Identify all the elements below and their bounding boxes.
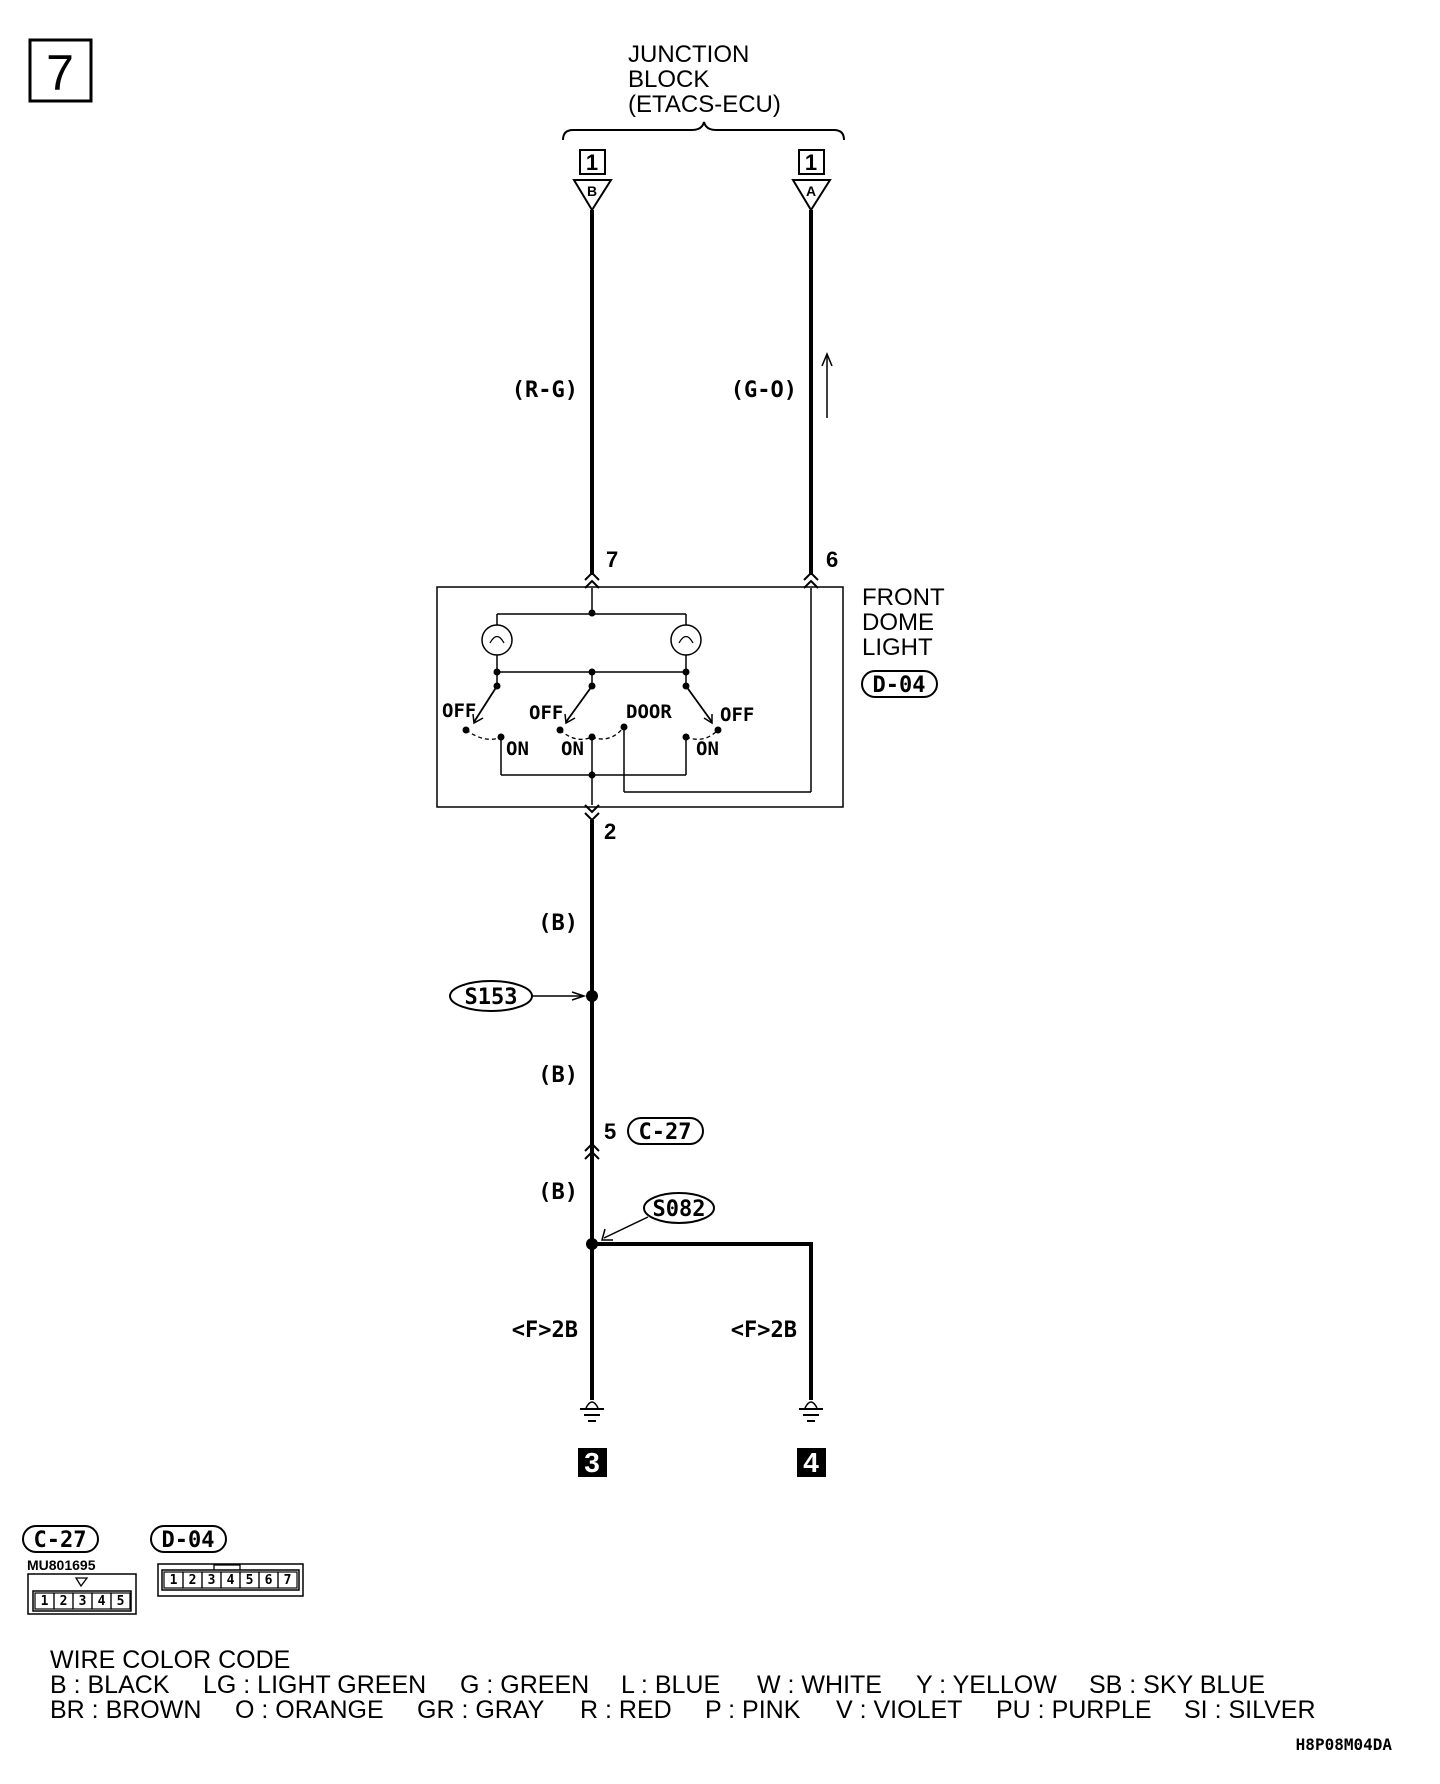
- wire-label-b-2: (B): [538, 1063, 578, 1088]
- connector-view-c27-name: C-27: [34, 1528, 87, 1553]
- junction-block-line1: JUNCTION: [628, 41, 749, 68]
- c27-pin-number: 1: [41, 1594, 49, 1609]
- connector-1a-number: 1: [805, 150, 817, 175]
- splice-s082-label: S082: [653, 1197, 706, 1222]
- wire-branch-right: [592, 1242, 813, 1400]
- connector-c27-name: C-27: [639, 1120, 692, 1145]
- junction-block-brace: [562, 121, 845, 141]
- legend-row2-item: R : RED: [580, 1696, 672, 1724]
- front-dome-light-line1: FRONT: [862, 584, 945, 611]
- legend-row1-item: L : BLUE: [621, 1671, 720, 1699]
- switch-label-on-2: ON: [561, 738, 584, 760]
- front-dome-light-connector: D-04: [873, 673, 926, 698]
- connector-c27-pin: 5: [604, 1119, 616, 1144]
- legend-row2-item: BR : BROWN: [50, 1696, 201, 1724]
- front-dome-light-box: [436, 586, 844, 808]
- legend-row2-item: SI : SILVER: [1184, 1696, 1316, 1724]
- legend-row1-item: SB : SKY BLUE: [1089, 1671, 1265, 1699]
- legend-row1-item: W : WHITE: [757, 1671, 882, 1699]
- c27-pin-number: 2: [60, 1594, 68, 1609]
- diagram-code: H8P08M04DA: [1296, 1735, 1393, 1754]
- wire-label-b-3: (B): [538, 1180, 578, 1205]
- connector-1b-letter: B: [587, 183, 597, 199]
- d04-pin-cell: [277, 1571, 298, 1589]
- legend-row1-item: Y : YELLOW: [916, 1671, 1057, 1699]
- connector-c27: 5 C-27: [584, 1117, 704, 1160]
- splice-s153: S153: [449, 980, 598, 1012]
- continuation-marker-3: 3: [578, 1447, 607, 1478]
- legend-row1-item: B : BLACK: [50, 1671, 170, 1699]
- c27-pin-number: 3: [79, 1594, 87, 1609]
- connector-1b: 1 B: [572, 149, 613, 212]
- bulb-left: [481, 624, 513, 656]
- d04-pin-number: 6: [265, 1573, 273, 1588]
- switch-label-off-1: OFF: [442, 700, 476, 722]
- d04-pin-number: 1: [170, 1573, 178, 1588]
- front-dome-light-pin-7: 7: [606, 547, 618, 572]
- switch-label-on-1: ON: [506, 738, 529, 760]
- wire-color-code-title: WIRE COLOR CODE: [50, 1646, 290, 1674]
- connector-view-c27-part: MU801695: [27, 1557, 96, 1573]
- junction-block-label: JUNCTION BLOCK (ETACS-ECU): [562, 41, 845, 141]
- front-dome-light-line3: LIGHT: [862, 634, 933, 661]
- splice-s082: S082: [586, 1192, 715, 1250]
- front-dome-light-line2: DOME: [862, 609, 934, 636]
- switch-label-off-2: OFF: [529, 702, 563, 724]
- ground-label-left: <F>2B: [512, 1318, 578, 1343]
- continuation-marker-4-label: 4: [803, 1447, 819, 1478]
- switch-label-door: DOOR: [626, 701, 672, 723]
- d04-pin-number: 7: [284, 1573, 292, 1588]
- front-dome-light-label: FRONT DOME LIGHT D-04: [861, 584, 945, 698]
- legend-row2-item: O : ORANGE: [235, 1696, 384, 1724]
- ground-symbol-right: [799, 1401, 823, 1422]
- switch-label-on-3: ON: [696, 738, 719, 760]
- wire-label-b-1: (B): [538, 911, 578, 936]
- switch-label-off-3: OFF: [720, 704, 754, 726]
- connector-1a: 1 A: [791, 149, 832, 212]
- d04-pin-number: 3: [208, 1573, 216, 1588]
- front-dome-light: 7 6: [436, 547, 844, 844]
- legend-row2-item: PU : PURPLE: [996, 1696, 1152, 1724]
- front-dome-light-pin-6: 6: [826, 547, 838, 572]
- ground-symbol-left: [580, 1401, 604, 1422]
- bulb-right: [670, 624, 702, 656]
- c27-pin-cell: [110, 1592, 131, 1610]
- ground-label-right: <F>2B: [731, 1318, 797, 1343]
- legend-row2-item: P : PINK: [705, 1696, 801, 1724]
- connector-view-d04-name: D-04: [162, 1528, 215, 1553]
- legend-row2-item: V : VIOLET: [836, 1696, 962, 1724]
- wire-label-r-g: (R-G): [512, 378, 578, 403]
- current-flow-arrow: [821, 352, 833, 418]
- page-number: 7: [46, 45, 74, 101]
- legend-row1-item: LG : LIGHT GREEN: [203, 1671, 426, 1699]
- c27-pin-number: 5: [117, 1594, 125, 1609]
- c27-pin-number: 4: [98, 1594, 106, 1609]
- d04-pin-number: 5: [246, 1573, 254, 1588]
- d04-pin-number: 2: [189, 1573, 197, 1588]
- connector-1a-letter: A: [806, 183, 816, 199]
- connector-1b-number: 1: [586, 150, 598, 175]
- continuation-marker-4: 4: [797, 1447, 826, 1478]
- splice-s153-label: S153: [465, 985, 518, 1010]
- front-dome-light-pin-2: 2: [604, 819, 616, 844]
- wire-label-g-o: (G-O): [731, 378, 797, 403]
- wire-color-code: WIRE COLOR CODE B : BLACK LG : LIGHT GREE…: [50, 1646, 1316, 1724]
- page-number-box: 7: [28, 38, 93, 103]
- continuation-marker-3-label: 3: [584, 1447, 600, 1478]
- junction-block-line3: (ETACS-ECU): [628, 91, 781, 118]
- legend-row2-item: GR : GRAY: [417, 1696, 545, 1724]
- legend-row1-item: G : GREEN: [460, 1671, 589, 1699]
- junction-block-line2: BLOCK: [628, 66, 709, 93]
- d04-pin-number: 4: [227, 1573, 235, 1588]
